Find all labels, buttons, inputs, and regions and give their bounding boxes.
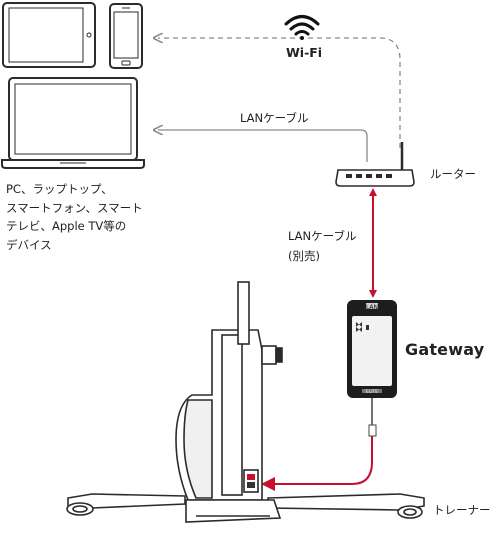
tablet-icon [2,2,96,68]
router-icon [335,142,415,187]
laptop-icon [1,77,145,169]
wifi-label: Wi-Fi [286,45,323,60]
trainer-icon [66,281,425,523]
lan-cable-note: (別売) [288,249,320,263]
wifi-icon [284,15,320,40]
gateway-end-arrow [369,290,377,298]
lan-cable-to-laptop-line [158,130,368,162]
devices-caption-line: テレビ、Apple TV等の [6,219,127,233]
lan-cable-label-top: LANケーブル [240,111,309,125]
devices-caption-line: デバイス [6,237,52,252]
gateway-port-label: LAN [366,304,378,311]
trainer-label: トレーナー [433,503,491,517]
gateway-device [347,300,397,398]
devices-caption: PC、ラップトップ、 スマートフォン、スマート テレビ、Apple TV等の デ… [6,180,156,254]
lan-cable-label-mid: LANケーブル [288,229,357,243]
gateway-trainer-red-cable [261,436,373,491]
devices-caption-line: PC、ラップトップ、 [6,182,113,196]
gateway-label: Gateway [405,340,485,359]
gateway-brand-label: ELITE [366,389,378,395]
devices-caption-line: スマートフォン、スマート [6,200,143,215]
router-label: ルーター [430,167,476,181]
wifi-connection-line [158,38,401,148]
router-end-arrow [369,188,377,196]
gateway-plug-icon [368,424,377,437]
smartphone-icon [109,3,143,69]
